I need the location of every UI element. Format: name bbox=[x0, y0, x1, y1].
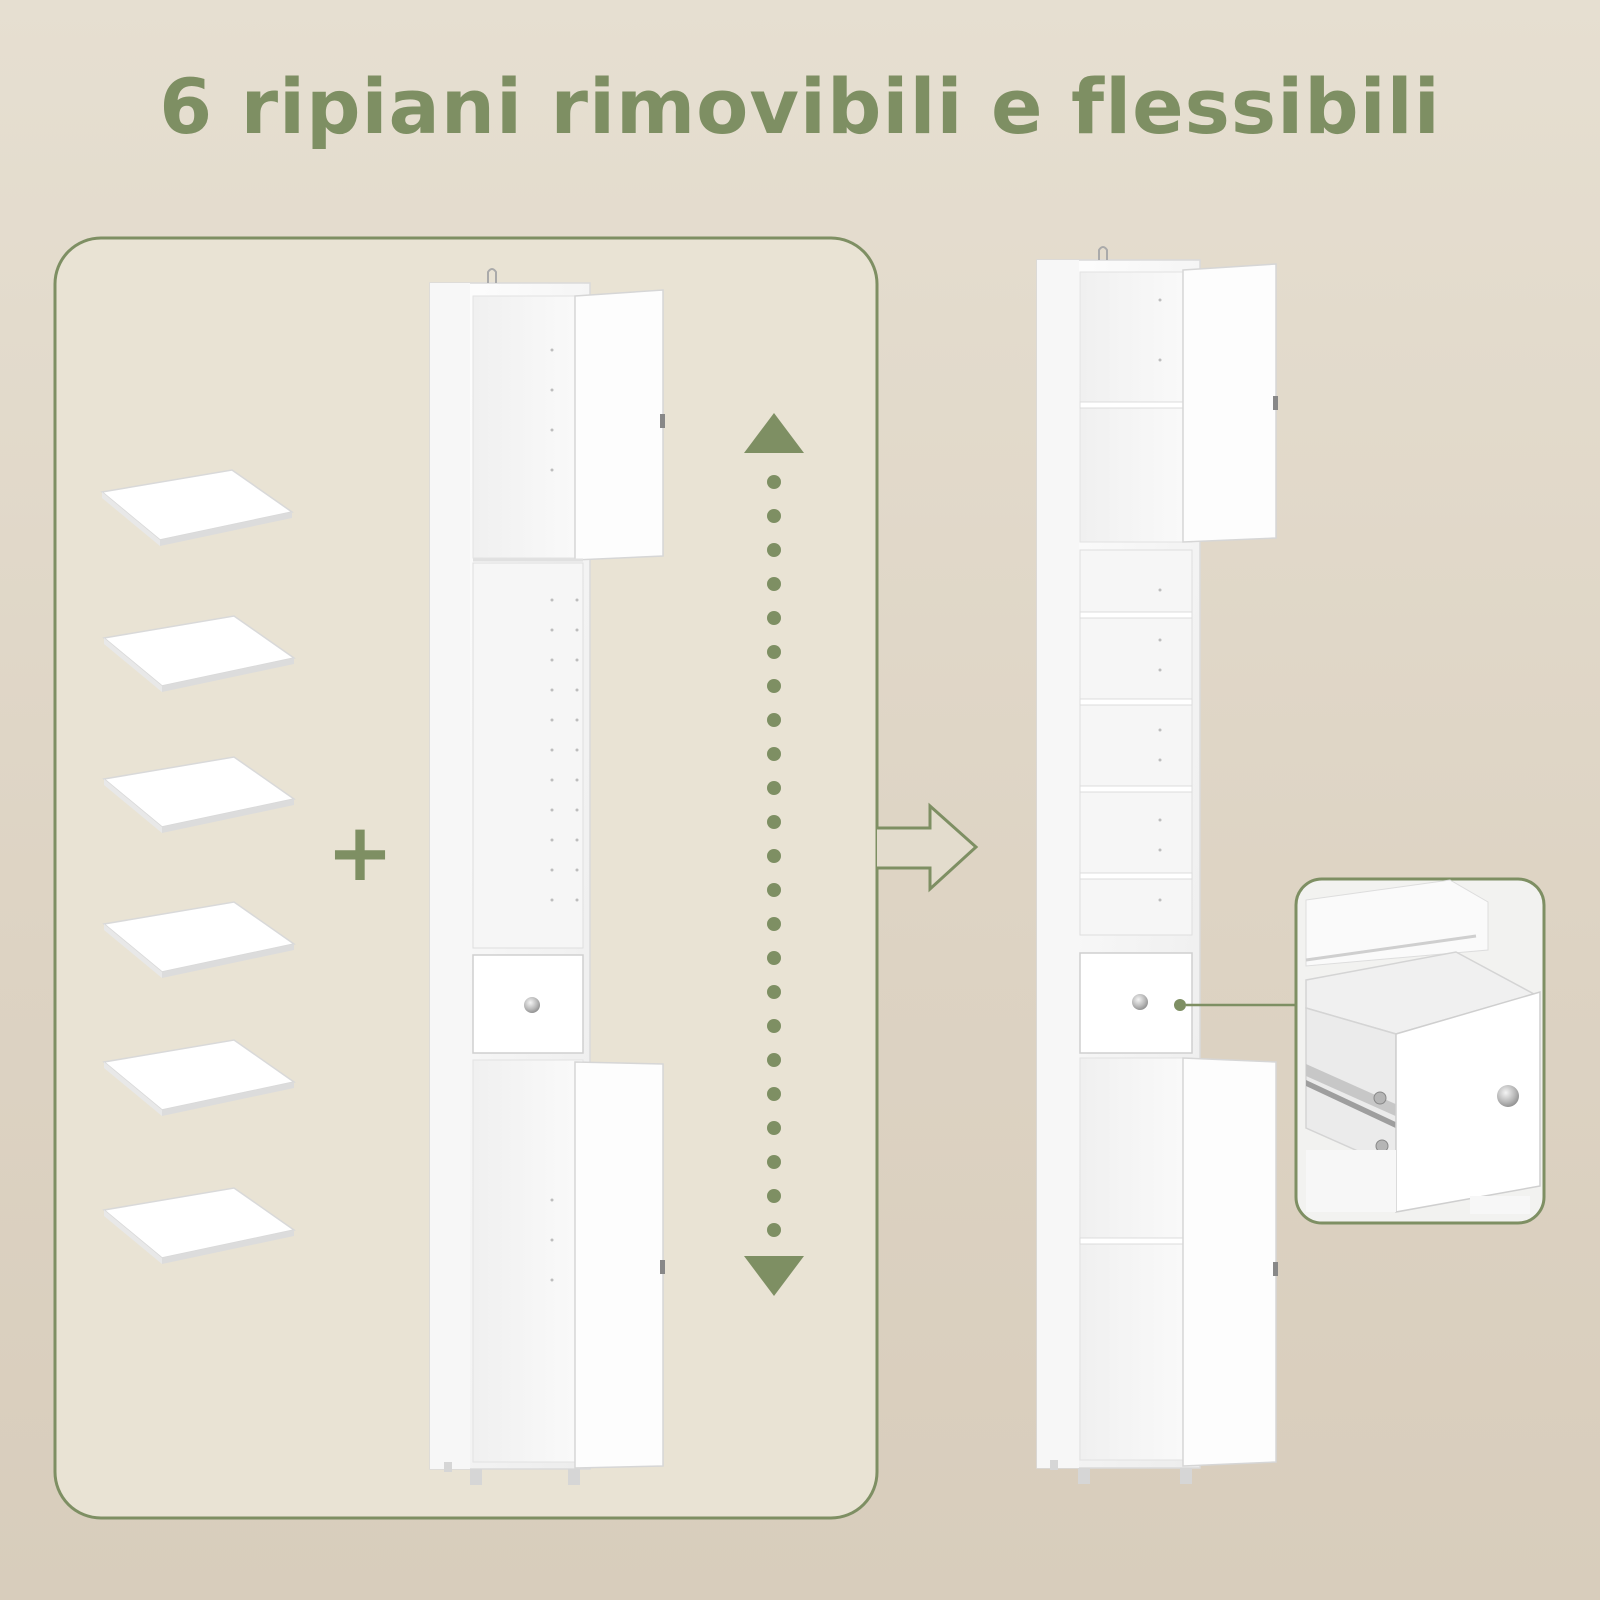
cabinet-after bbox=[1036, 246, 1278, 1484]
loose-shelf bbox=[102, 1187, 296, 1264]
loose-shelf bbox=[102, 756, 296, 833]
loose-shelves bbox=[100, 469, 296, 1264]
adjust-arrow-icon bbox=[744, 413, 804, 1296]
plus-icon: + bbox=[326, 806, 393, 899]
callout-dot bbox=[1174, 999, 1186, 1011]
loose-shelf bbox=[102, 1039, 296, 1116]
loose-shelf bbox=[100, 469, 294, 546]
loose-shelf bbox=[102, 615, 296, 692]
arrow-right-icon bbox=[877, 802, 979, 893]
drawer-detail-callout bbox=[1294, 877, 1546, 1225]
cabinet-before bbox=[429, 268, 665, 1485]
page-title: 6 ripiani rimovibili e flessibili bbox=[159, 62, 1441, 151]
loose-shelf bbox=[102, 901, 296, 978]
